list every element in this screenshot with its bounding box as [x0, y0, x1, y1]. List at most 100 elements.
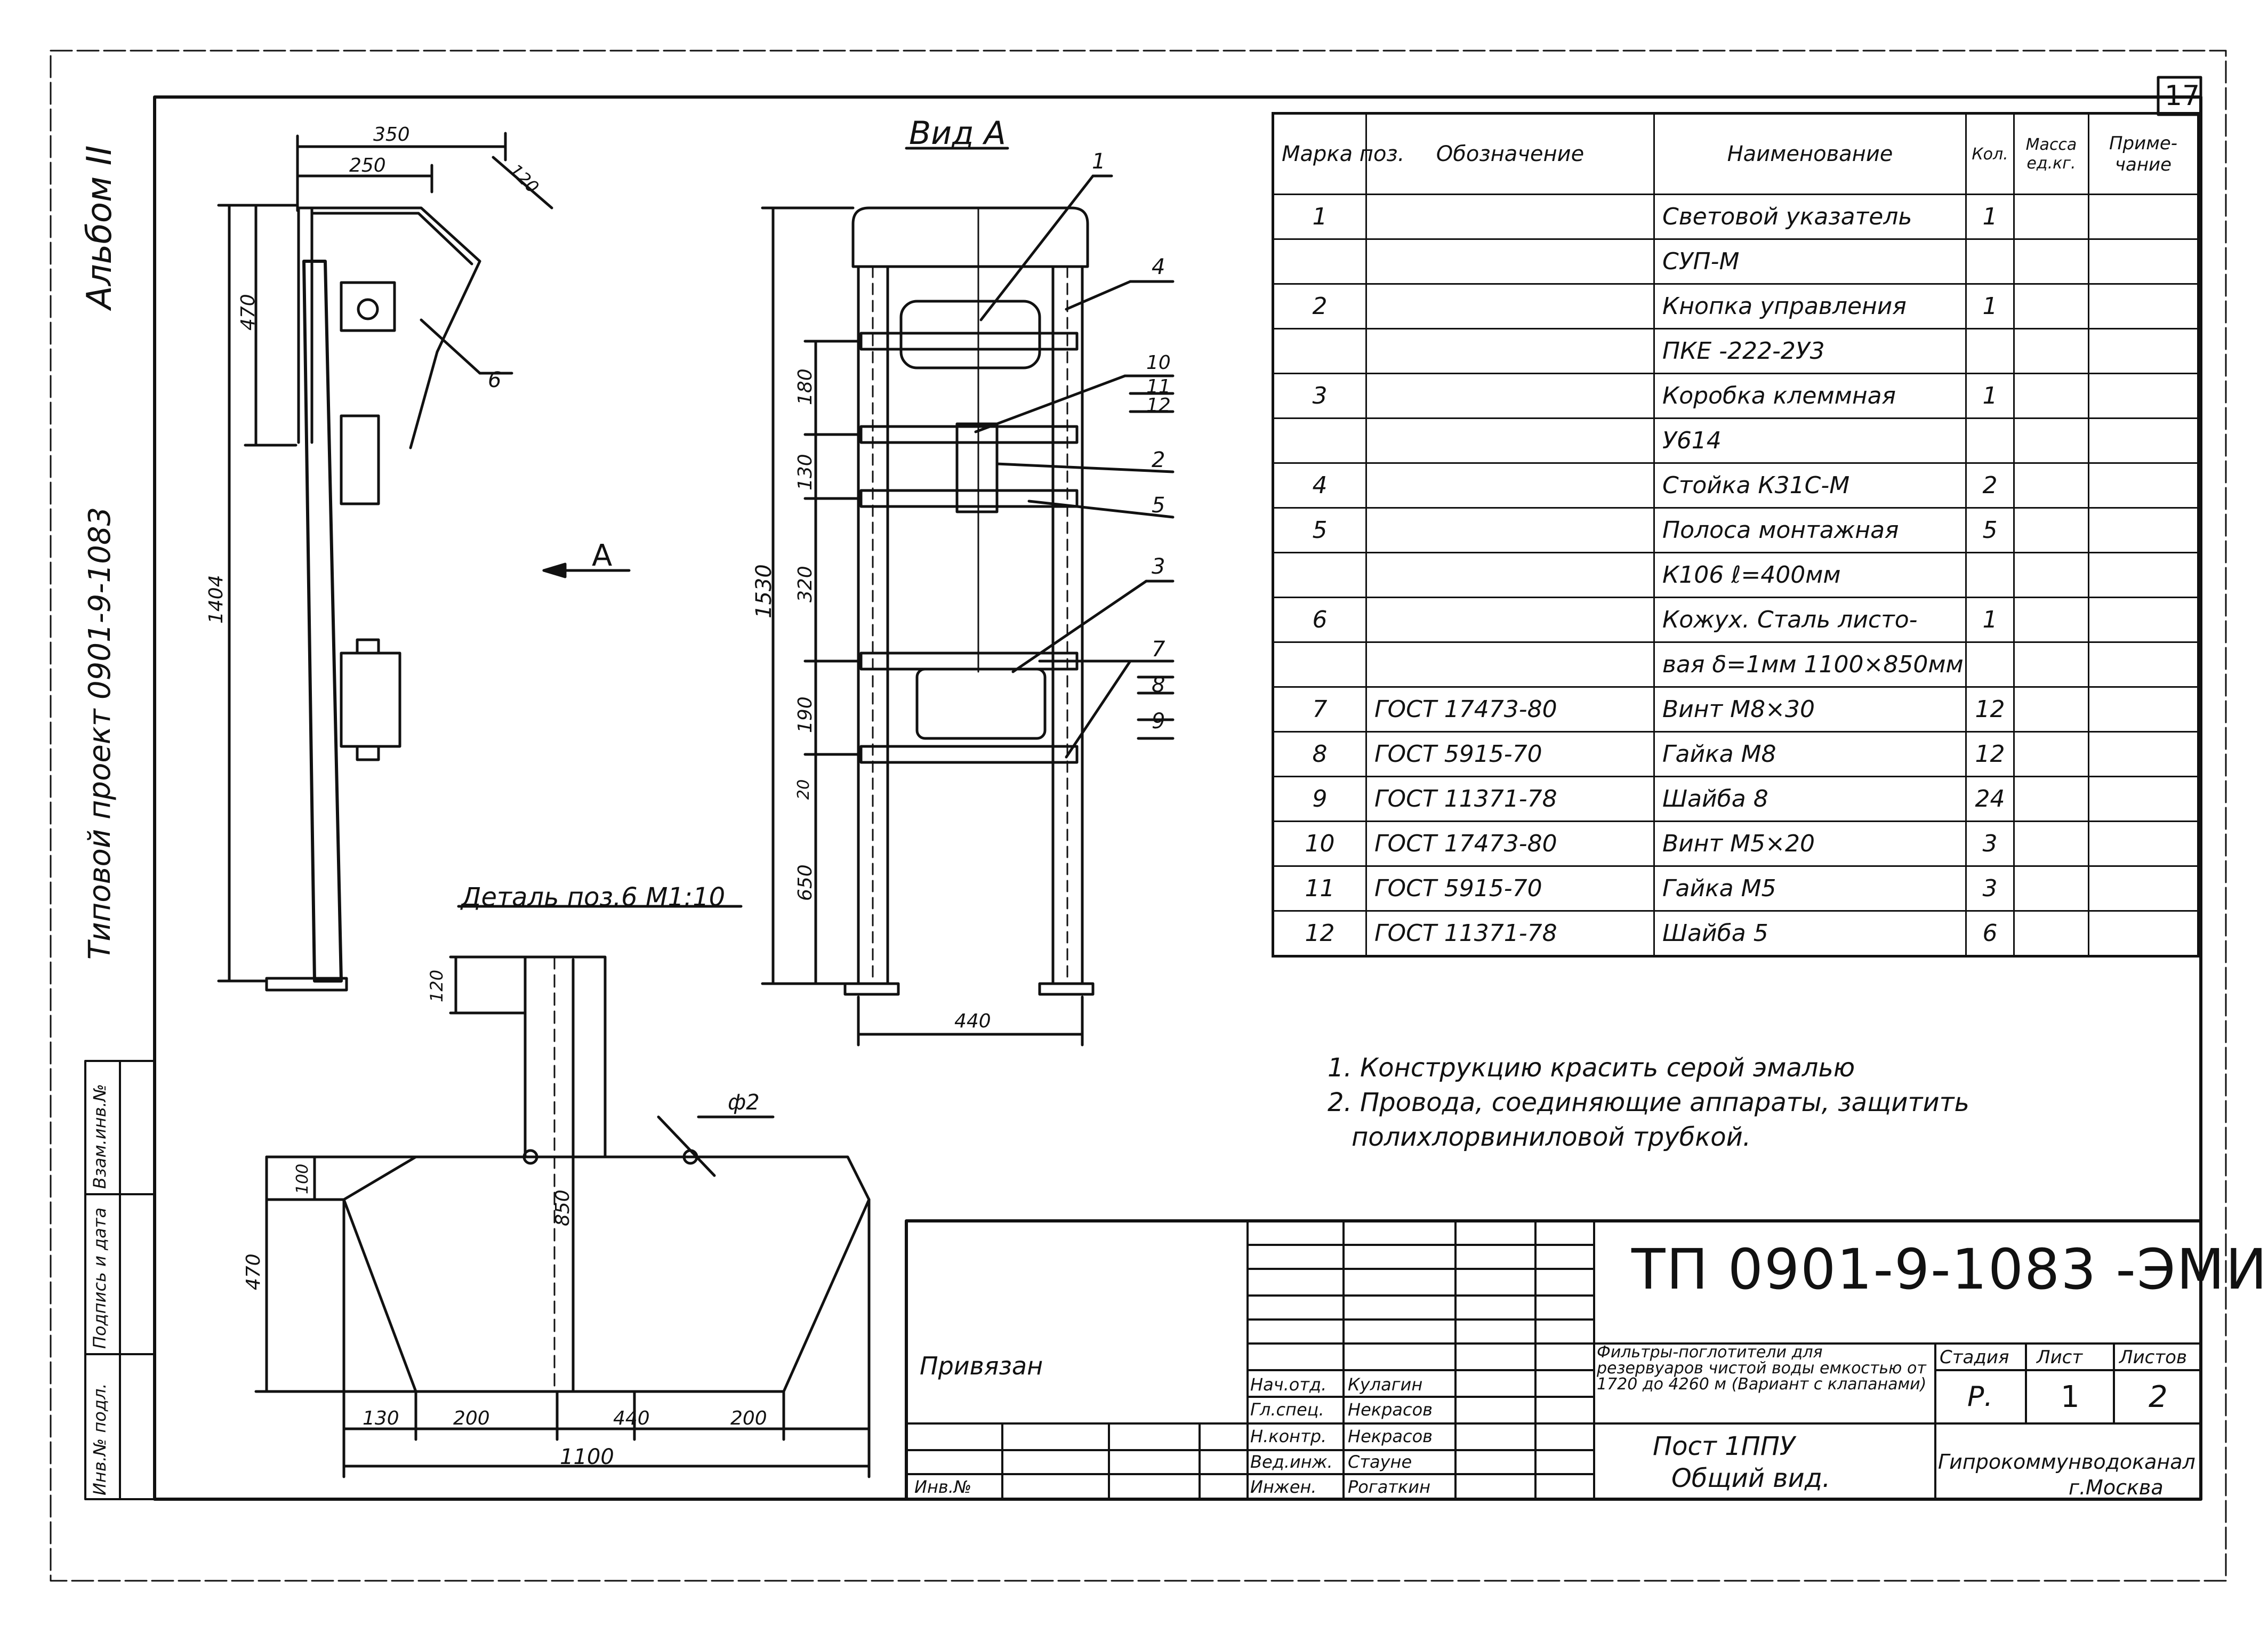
spec-cell-name: Шайба 5 [1653, 910, 1967, 957]
spec-cell-name: Винт М5×20 [1653, 820, 1967, 867]
spec-cell-name: Гайка М5 [1653, 865, 1967, 912]
spec-cell-name: СУП-М [1653, 238, 1967, 285]
spec-cell-pos: 9 [1272, 776, 1367, 822]
note-1: 1. Конструкцию красить серой эмалью [1328, 1053, 1855, 1083]
spec-header-note: Приме-чание [2088, 112, 2199, 195]
view-a-callout-9: 9 [1152, 709, 1165, 734]
spec-cell-note [2088, 641, 2199, 688]
spec-cell-note [2088, 283, 2199, 329]
spec-cell-pos: 5 [1272, 507, 1367, 553]
view-a-callout-1: 1 [1092, 149, 1106, 174]
spec-cell-qty [1965, 238, 2015, 285]
spec-cell-name: Кнопка управления [1653, 283, 1967, 329]
spec-cell-name: У614 [1653, 417, 1967, 464]
side-dim-1404: 1404 [205, 575, 227, 624]
spec-cell-pos: 7 [1272, 686, 1367, 733]
sheets-label: Листов [2119, 1347, 2187, 1368]
spec-cell-mass [2013, 238, 2089, 285]
view-a-dim-440: 440 [954, 1010, 991, 1032]
sheet-title-1: Пост 1ППУ [1653, 1431, 1796, 1461]
role-chief-spec: Гл.спец. [1250, 1399, 1324, 1420]
stamp-inv-label: Инв.№ подл. [90, 1383, 110, 1495]
spec-cell-designation [1365, 238, 1655, 285]
view-a-callout-2: 2 [1152, 448, 1165, 472]
spec-cell-designation [1365, 507, 1655, 553]
spec-cell-name: Полоса монтажная [1653, 507, 1967, 553]
document-code: ТП 0901-9-1083 -ЭМИ [1631, 1237, 2268, 1302]
view-arrow-label: А [592, 538, 613, 573]
view-a-callout-8: 8 [1152, 673, 1165, 697]
side-callout-6: 6 [488, 368, 502, 392]
spec-cell-name: Кожух. Сталь листо- [1653, 597, 1967, 643]
view-a-dim-190: 190 [794, 696, 816, 733]
name-head: Кулагин [1348, 1374, 1423, 1395]
role-head: Нач.отд. [1250, 1374, 1327, 1395]
spec-cell-name: Шайба 8 [1653, 776, 1967, 822]
spec-cell-mass [2013, 507, 2089, 553]
project-label: Типовой проект 0901-9-1083 [83, 506, 117, 960]
spec-cell-pos: 3 [1272, 373, 1367, 419]
spec-cell-designation: ГОСТ 17473-80 [1365, 820, 1655, 867]
spec-cell-qty: 2 [1965, 462, 2015, 509]
detail-dim-470: 470 [243, 1253, 264, 1290]
detail-dim-100: 100 [293, 1163, 312, 1194]
spec-cell-qty [1965, 328, 2015, 374]
detail-dim-850: 850 [552, 1189, 574, 1226]
organization-name: Гипрокоммунводоканал [1938, 1450, 2195, 1474]
spec-cell-mass [2013, 865, 2089, 912]
stage-value: Р. [1967, 1381, 1993, 1413]
view-a-callout-7: 7 [1152, 637, 1165, 662]
role-norm-control: Н.контр. [1250, 1426, 1327, 1446]
spec-cell-mass [2013, 686, 2089, 733]
spec-cell-mass [2013, 597, 2089, 643]
spec-header-row: Марка поз. Обозначение Наименование Кол.… [1272, 112, 2199, 195]
spec-cell-note [2088, 328, 2199, 374]
spec-cell-note [2088, 552, 2199, 598]
note-3: полихлорвиниловой трубкой. [1352, 1122, 1751, 1152]
spec-cell-pos: 2 [1272, 283, 1367, 329]
detail-title: Деталь поз.6 М1:10 [461, 882, 726, 912]
spec-cell-mass [2013, 552, 2089, 598]
spec-cell-pos: 12 [1272, 910, 1367, 957]
spec-cell-pos: 11 [1272, 865, 1367, 912]
sheet-title-2: Общий вид. [1671, 1463, 1831, 1493]
spec-cell-qty [1965, 641, 2015, 688]
project-description: Фильтры-поглотители для резервуаров чист… [1597, 1343, 1927, 1394]
spec-cell-designation [1365, 462, 1655, 509]
spec-cell-note [2088, 194, 2199, 240]
spec-cell-mass [2013, 820, 2089, 867]
detail-view [254, 905, 871, 1478]
spec-cell-note [2088, 776, 2199, 822]
organization-city: г.Москва [2069, 1476, 2164, 1499]
spec-cell-designation [1365, 552, 1655, 598]
spec-cell-designation [1365, 283, 1655, 329]
view-a [761, 147, 1175, 1047]
spec-cell-qty: 6 [1965, 910, 2015, 957]
spec-cell-note [2088, 373, 2199, 419]
spec-cell-pos: 4 [1272, 462, 1367, 509]
spec-cell-designation [1365, 597, 1655, 643]
spec-cell-name: Стойка К31С-М [1653, 462, 1967, 509]
spec-cell-qty: 1 [1965, 283, 2015, 329]
spec-cell-mass [2013, 910, 2089, 957]
spec-cell-designation: ГОСТ 11371-78 [1365, 776, 1655, 822]
spec-cell-qty: 5 [1965, 507, 2015, 553]
spec-cell-designation: ГОСТ 11371-78 [1365, 910, 1655, 957]
spec-cell-pos [1272, 417, 1367, 464]
spec-cell-designation [1365, 373, 1655, 419]
spec-cell-pos: 1 [1272, 194, 1367, 240]
stage-label: Стадия [1940, 1347, 2009, 1368]
view-a-dim-20: 20 [794, 779, 813, 800]
side-stamp-box [84, 1060, 156, 1500]
spec-cell-designation [1365, 641, 1655, 688]
spec-cell-qty: 1 [1965, 194, 2015, 240]
view-a-dim-180: 180 [794, 368, 816, 405]
spec-cell-mass [2013, 283, 2089, 329]
